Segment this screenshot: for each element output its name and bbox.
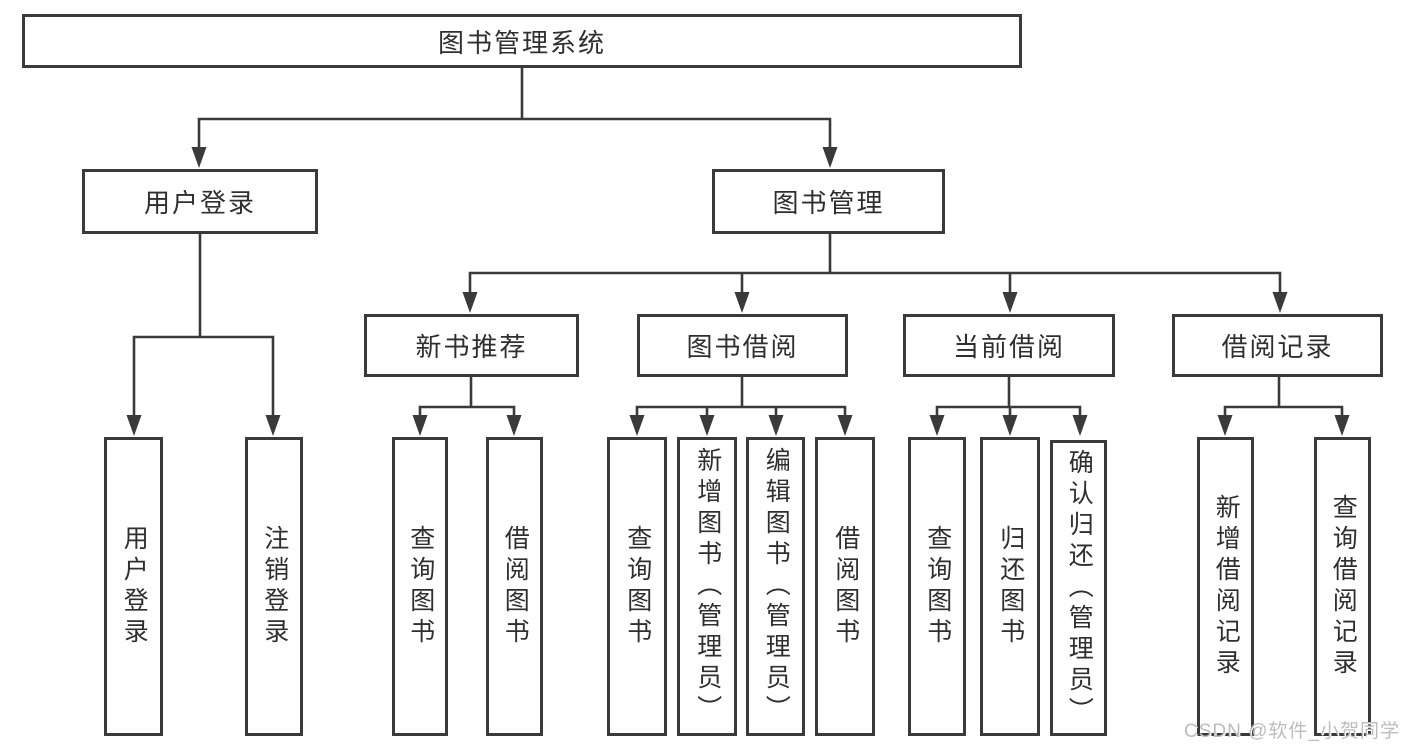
- leaf-current-return-books: 归还图书: [980, 437, 1040, 736]
- arrowhead-icon: [265, 415, 281, 436]
- arrowhead-icon: [506, 415, 522, 436]
- node-borrow-records-label: 借阅记录: [1221, 332, 1334, 362]
- leaf-records-query-record: 查询借阅记录: [1314, 437, 1371, 736]
- leaf-newrec-query-books-label: 查询图书: [406, 524, 435, 649]
- leaf-newrec-query-books: 查询图书: [392, 437, 448, 736]
- leaf-current-query-books-label: 查询图书: [923, 524, 952, 649]
- arrowhead-icon: [768, 415, 784, 436]
- leaf-newrec-borrow-books-label: 借阅图书: [501, 524, 530, 649]
- arrowhead-icon: [1217, 415, 1233, 436]
- arrowhead-icon: [699, 415, 715, 436]
- node-borrow-records: 借阅记录: [1172, 314, 1383, 377]
- node-current-borrow: 当前借阅: [903, 314, 1115, 377]
- arrowhead-icon: [734, 292, 750, 313]
- leaf-borrow-borrow-books-label: 借阅图书: [831, 524, 860, 649]
- arrowhead-icon: [837, 415, 853, 436]
- arrowhead-icon: [126, 415, 142, 436]
- arrowhead-icon: [822, 147, 838, 168]
- leaf-logout-label: 注销登录: [260, 524, 289, 649]
- node-new-book-recommend: 新书推荐: [364, 314, 579, 377]
- leaf-newrec-borrow-books: 借阅图书: [486, 437, 543, 736]
- node-current-borrow-label: 当前借阅: [952, 332, 1065, 362]
- watermark: CSDN @软件_小贺同学: [1184, 721, 1400, 742]
- leaf-logout: 注销登录: [245, 437, 303, 736]
- node-book-management: 图书管理: [712, 169, 945, 234]
- node-book-borrow: 图书借阅: [637, 314, 848, 377]
- leaf-current-return-books-label: 归还图书: [996, 524, 1025, 649]
- node-user-login: 用户登录: [82, 169, 318, 234]
- leaf-user-login-label: 用户登录: [120, 524, 149, 649]
- leaf-borrow-query-books: 查询图书: [607, 437, 667, 736]
- leaf-borrow-query-books-label: 查询图书: [623, 524, 652, 649]
- arrowhead-icon: [412, 415, 428, 436]
- leaf-current-confirm-return-admin-label: 确认归还（管理员）: [1065, 448, 1094, 728]
- arrowhead-icon: [1002, 415, 1018, 436]
- leaf-borrow-edit-books-admin-label: 编辑图书（管理员）: [762, 447, 791, 726]
- leaf-records-query-record-label: 查询借阅记录: [1329, 493, 1358, 680]
- arrowhead-icon: [462, 292, 478, 313]
- arrowhead-icon: [929, 415, 945, 436]
- node-book-borrow-label: 图书借阅: [686, 332, 799, 362]
- node-root: 图书管理系统: [22, 14, 1022, 68]
- leaf-borrow-add-books-admin: 新增图书（管理员）: [677, 437, 737, 736]
- leaf-records-add-record-label: 新增借阅记录: [1212, 493, 1241, 680]
- arrowhead-icon: [191, 147, 207, 168]
- node-root-label: 图书管理系统: [437, 27, 606, 58]
- leaf-user-login: 用户登录: [104, 437, 163, 736]
- arrowhead-icon: [1272, 292, 1288, 313]
- arrowhead-icon: [629, 415, 645, 436]
- leaf-borrow-add-books-admin-label: 新增图书（管理员）: [693, 447, 722, 726]
- leaf-current-query-books: 查询图书: [908, 437, 966, 736]
- leaf-borrow-edit-books-admin: 编辑图书（管理员）: [746, 437, 805, 736]
- node-user-login-label: 用户登录: [143, 188, 256, 218]
- node-new-book-recommend-label: 新书推荐: [415, 332, 528, 362]
- leaf-records-add-record: 新增借阅记录: [1197, 437, 1254, 736]
- leaf-current-confirm-return-admin: 确认归还（管理员）: [1050, 440, 1107, 736]
- leaf-borrow-borrow-books: 借阅图书: [815, 437, 875, 736]
- arrowhead-icon: [1072, 415, 1088, 436]
- node-book-management-label: 图书管理: [772, 188, 885, 218]
- arrowhead-icon: [1002, 292, 1018, 313]
- arrowhead-icon: [1334, 415, 1350, 436]
- connector-paths: [132, 66, 1344, 421]
- arrowheads: [126, 147, 1350, 436]
